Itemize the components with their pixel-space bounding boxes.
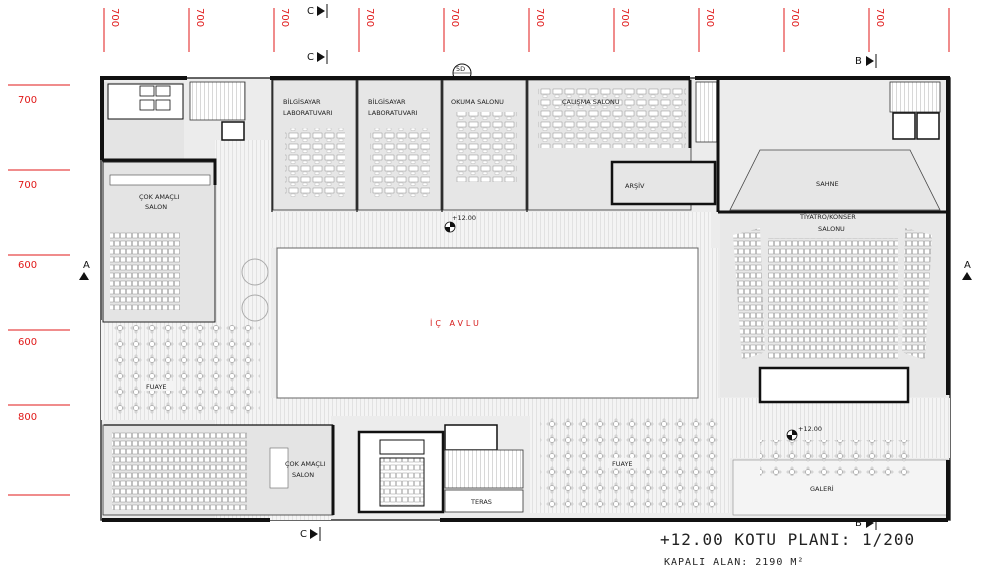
room-label-tiyatro-b: SALONU [818,225,845,233]
east-corridor-deck [698,248,718,398]
section-marker-a-left: A [79,260,90,280]
room-label-calisma: ÇALIŞMA SALONU [562,98,620,106]
tiyatro-seating-right [902,228,932,360]
stair-nw [189,81,246,121]
left-dimension-labels: 700 700 600 600 800 [18,95,37,423]
room-label-okuma: OKUMA SALONU [451,98,504,106]
svg-text:+12.00: +12.00 [452,214,476,222]
dim-top-8: 700 [704,8,715,27]
dim-left-2: 700 [18,180,37,191]
svg-text:B: B [855,518,862,529]
svg-text:5D: 5D [456,65,465,73]
lab-1-desks [285,128,345,198]
section-marker-a-right: A [962,260,972,280]
closed-area: KAPALI ALAN: 2190 M² [664,557,804,568]
partition-walls [104,80,528,426]
room-label-lab-1-a: BİLGİSAYAR [283,97,321,106]
cok-amacli-2-seating [112,432,247,510]
level-marker-lower: +12.00 [786,425,822,441]
section-marker-b-top: B [855,54,877,68]
ic-avlu-label: İÇ AVLU [430,318,482,328]
shaft-nw [221,121,245,141]
top-dimension-labels: 700 700 700 700 700 700 700 700 700 700 [109,8,885,27]
shaft-south [444,424,498,451]
planter-2 [241,294,269,322]
svg-text:C: C [307,52,314,63]
svg-text:B: B [855,56,862,67]
calisma-desks [538,88,686,148]
dim-left-3: 600 [18,260,37,271]
svg-text:C: C [300,529,307,540]
planter-1 [241,258,269,286]
fuaye-1-tables [110,325,260,415]
fuaye-1-label: FUAYE [146,383,167,391]
room-label-galeri: GALERİ [810,484,834,493]
dim-top-1: 700 [109,8,120,27]
stair-south [444,449,524,489]
level-marker-upper: +12.00 [444,214,476,233]
cok-amacli-1-seating [110,232,180,310]
dim-top-4: 700 [364,8,375,27]
dim-top-10: 700 [874,8,885,27]
room-label-teras: TERAS [470,498,492,506]
section-marker-c-bottom: C [300,527,321,541]
dim-top-9: 700 [789,8,800,27]
svg-text:A: A [83,260,90,271]
room-label-lab-1-b: LABORATUVARI [283,109,333,117]
room-teras [444,489,524,513]
svg-text:+12.00: +12.00 [798,425,822,433]
room-label-sahne: SAHNE [816,180,839,188]
dim-top-3: 700 [279,8,290,27]
stair-ne-2 [889,81,941,113]
plan-title: +12.00 KOTU PLANI: 1/200 [660,530,915,549]
interior-walls [102,80,946,515]
stair-ne-1 [695,81,719,143]
tiyatro-control-room [758,366,910,404]
room-sahne [729,149,941,211]
fuaye-2-label: FUAYE [612,460,633,468]
tiyatro-seating-left [733,228,765,360]
ic-avlu-courtyard [276,247,699,399]
room-label-lab-2-b: LABORATUVARI [368,109,418,117]
room-label-lab-2-a: BİLGİSAYAR [368,97,406,106]
lab-2-desks [370,128,430,198]
room-label-cok-amacli-2-a: ÇOK AMAÇLI [285,460,326,468]
room-label-cok-amacli-1-b: SALON [145,203,167,211]
okuma-desks [455,112,517,182]
dim-left-1: 700 [18,95,37,106]
dim-top-2: 700 [194,8,205,27]
room-label-cok-amacli-1-a: ÇOK AMAÇLI [139,193,180,201]
room-label-cok-amacli-2-b: SALON [292,471,314,479]
room-arsiv [610,160,717,206]
dim-top-7: 700 [619,8,630,27]
left-dimension-lines [8,84,70,496]
exterior-walls [100,76,950,522]
dim-left-4: 600 [18,337,37,348]
section-marker-c-top: C [307,4,328,18]
section-marker-c-top-2: C [307,50,328,64]
dim-top-6: 700 [534,8,545,27]
tiyatro-seating-center [768,238,898,360]
top-dimension-lines [103,8,950,52]
svg-text:C: C [307,6,314,17]
north-corridor-deck [271,212,711,248]
room-label-tiyatro-a: TİYATRO/KONSER [799,212,856,221]
dim-top-5: 700 [449,8,460,27]
dim-left-5: 800 [18,412,37,423]
svg-text:A: A [964,260,971,271]
room-label-arsiv: ARŞİV [625,181,645,190]
